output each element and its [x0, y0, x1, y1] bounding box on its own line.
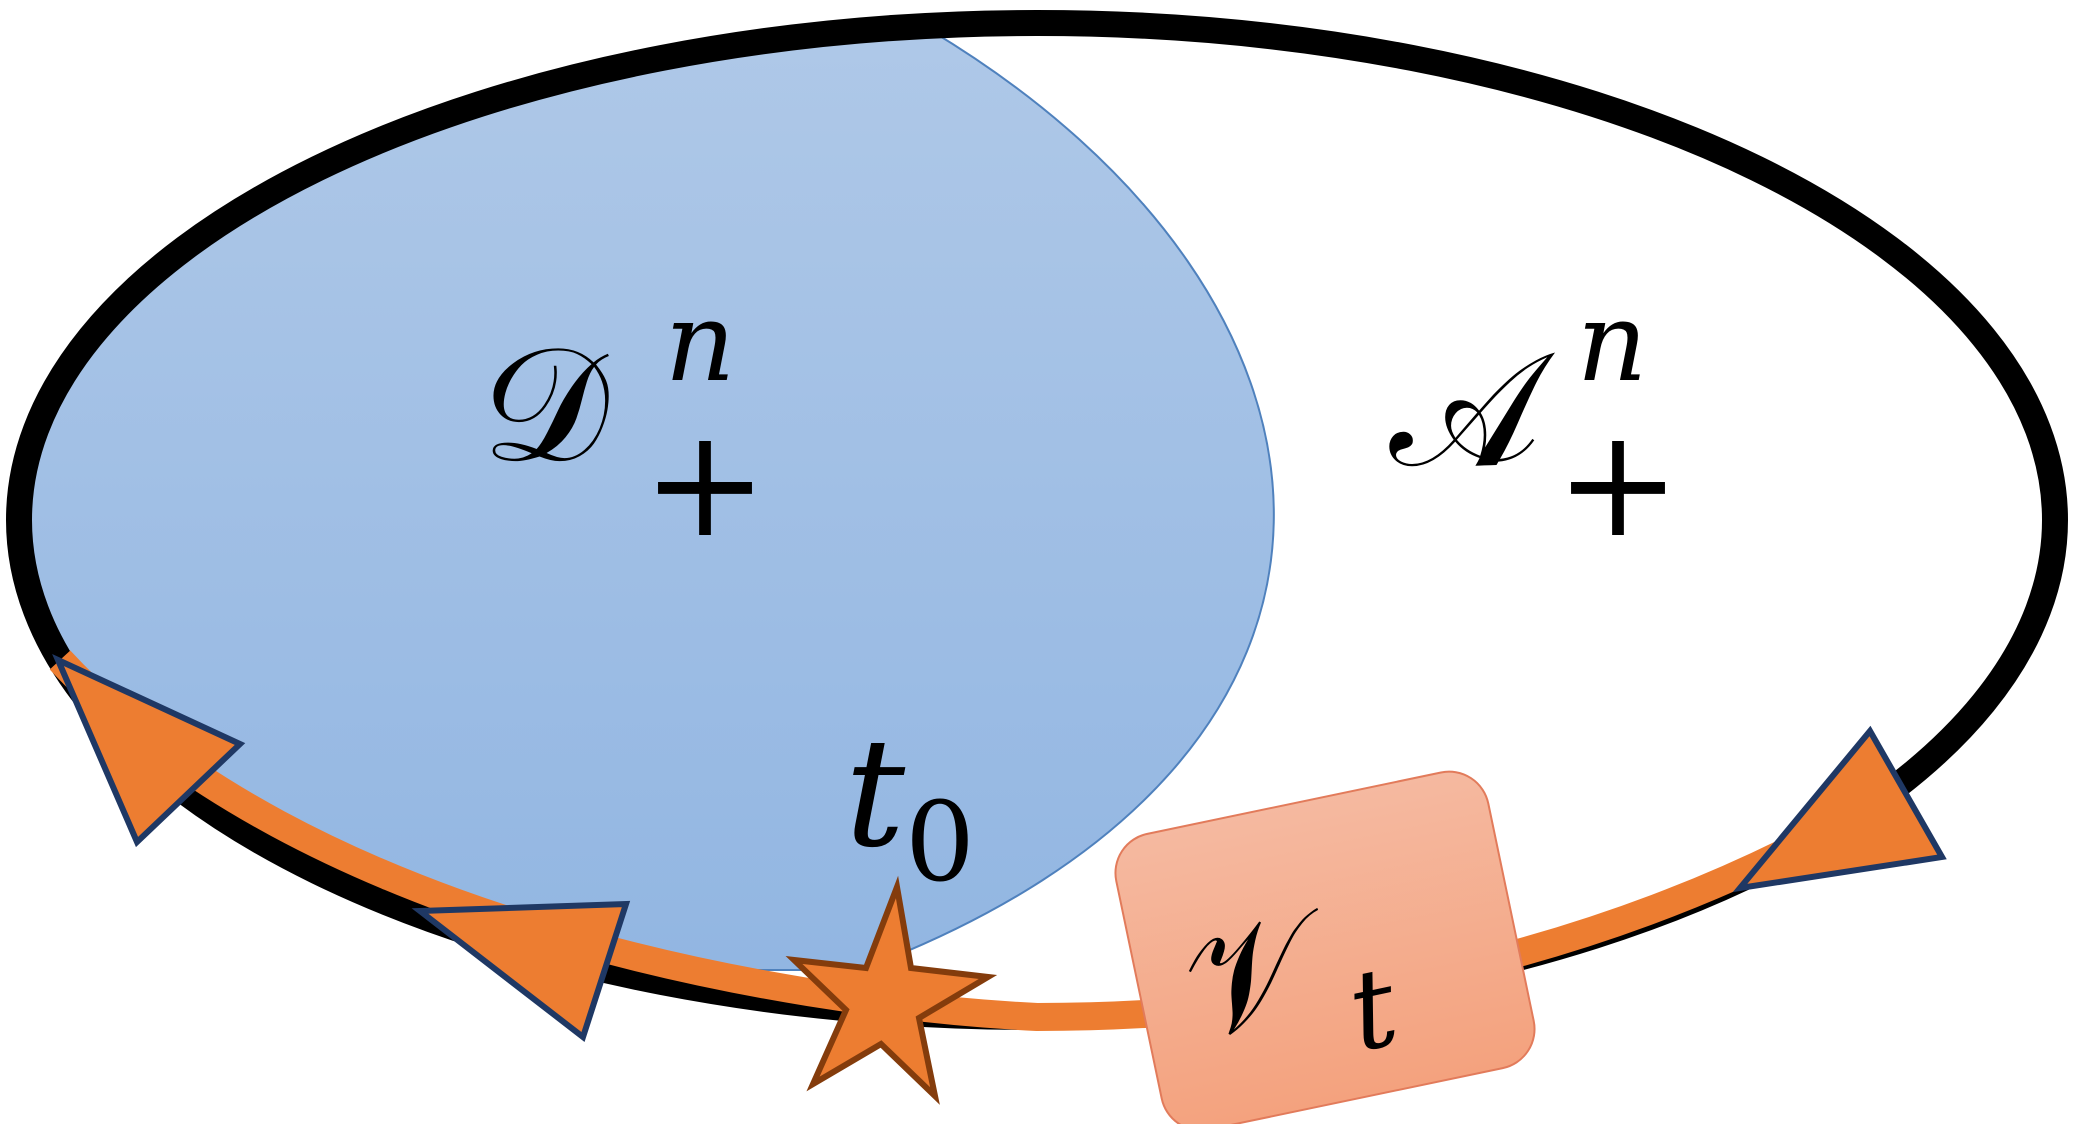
label-region-d-subscript: + — [642, 397, 768, 571]
label-region-a-subscript: + — [1555, 397, 1681, 571]
operator-box: 𝒱 t — [1114, 770, 1536, 1124]
label-time-marker: t 0 — [845, 707, 975, 906]
label-region-d-superscript: n — [665, 278, 736, 406]
region-d-shape — [20, 23, 1275, 971]
label-region-d: 𝒟 n + — [481, 278, 768, 571]
label-time-marker-base: t — [845, 707, 906, 881]
label-region-a: 𝒜 n + — [1389, 278, 1681, 571]
arrow-left-icon — [52, 653, 246, 848]
arrow-bottom-left-icon — [411, 900, 631, 1042]
star-icon — [785, 875, 998, 1105]
orange-trajectory — [49, 650, 1898, 1032]
label-region-a-base: 𝒜 — [1389, 316, 1555, 503]
label-time-marker-subscript: 0 — [905, 778, 975, 906]
label-region-a-superscript: n — [1577, 278, 1648, 406]
label-region-d-base: 𝒟 — [481, 311, 609, 498]
arrow-right-icon — [1732, 725, 1947, 893]
